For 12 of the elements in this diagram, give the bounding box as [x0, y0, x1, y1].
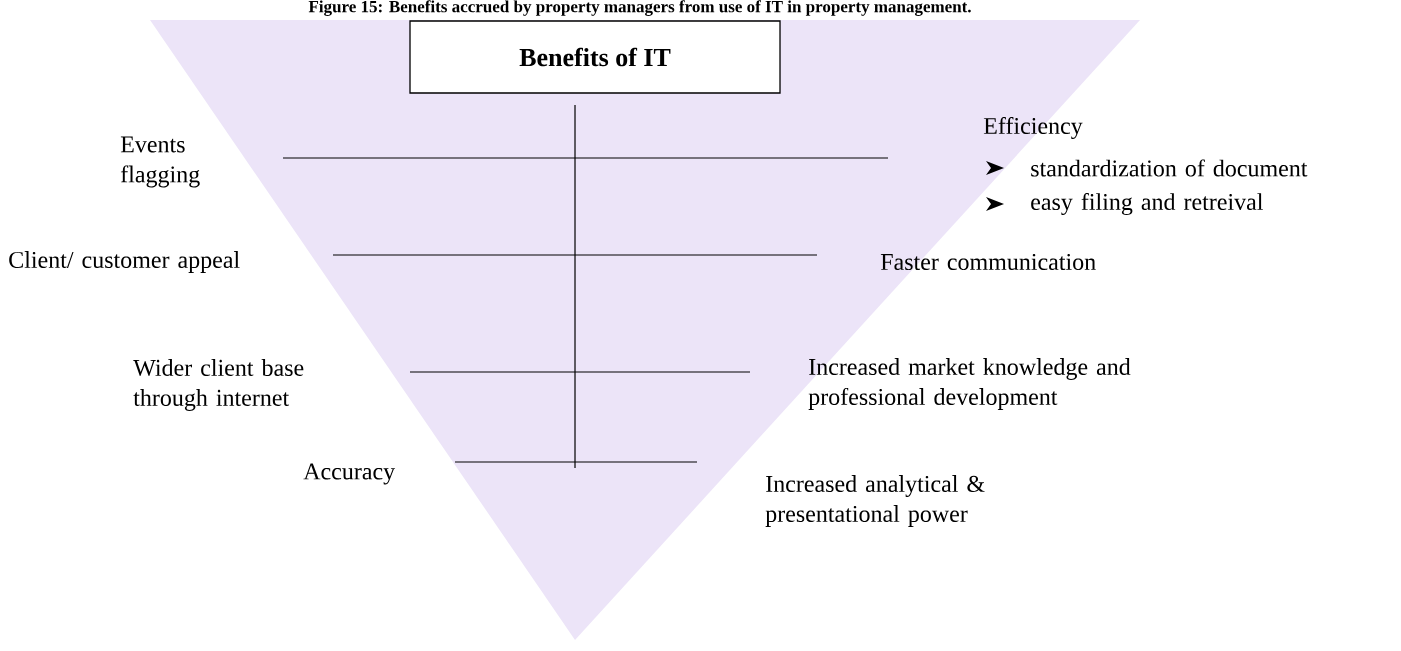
- title-box: Benefits of IT: [409, 20, 781, 94]
- benefit-label: Increased market knowledge and professional development: [808, 358, 1131, 410]
- benefit-label: Wider client base through internet: [133, 359, 304, 411]
- benefit-label: standardization of document: [1031, 159, 1308, 177]
- benefit-label: Faster communication: [880, 253, 1096, 271]
- benefit-label: Events flagging: [120, 136, 200, 188]
- benefit-label: Increased analytical & presentational power: [765, 475, 985, 527]
- benefit-label: easy filing and retreival: [1031, 192, 1263, 216]
- benefit-label: Efficiency: [983, 116, 1083, 140]
- figure-title: Figure 15: Benefits accrued by property managers from use of IT in property management.: [308, 0, 971, 16]
- benefit-label: Client/ customer appeal: [9, 251, 240, 273]
- benefit-label: Accuracy: [303, 463, 396, 485]
